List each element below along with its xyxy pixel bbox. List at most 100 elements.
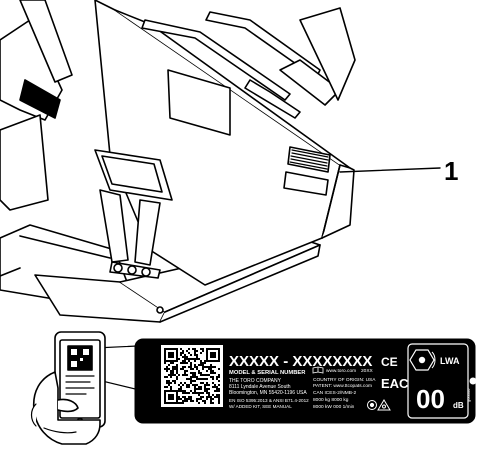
reference-code: g00000 — [466, 388, 471, 402]
qr-module — [196, 400, 198, 402]
qr-module — [176, 376, 178, 378]
company-name: THE TORO COMPANY — [229, 378, 282, 384]
qr-module — [212, 394, 214, 396]
qr-module — [180, 362, 182, 364]
qr-module — [206, 392, 208, 394]
qr-module — [204, 390, 206, 392]
qr-module — [188, 398, 190, 400]
qr-module — [188, 378, 190, 380]
qr-module — [194, 374, 196, 376]
qr-module — [202, 366, 204, 368]
qr-module — [182, 402, 184, 404]
qr-module — [216, 378, 218, 380]
qr-module — [194, 386, 196, 388]
qr-module — [208, 366, 210, 368]
recycle-icon — [367, 400, 377, 410]
qr-module — [212, 376, 214, 378]
qr-module — [178, 384, 180, 386]
qr-module — [184, 370, 186, 372]
qr-module — [182, 360, 184, 362]
qr-module — [166, 368, 168, 370]
qr-module — [180, 348, 182, 350]
qr-module — [194, 358, 196, 360]
qr-module — [206, 374, 208, 376]
qr-module — [180, 352, 182, 354]
qr-module — [218, 374, 220, 376]
qr-module — [168, 374, 170, 376]
qr-module — [174, 366, 176, 368]
qr-module — [170, 362, 172, 364]
seat-back — [299, 7, 356, 101]
qr-module — [206, 378, 208, 380]
qr-module — [184, 392, 186, 394]
qr-module — [168, 384, 170, 386]
qr-module — [210, 396, 212, 398]
qr-module — [208, 374, 210, 376]
qr-module — [164, 368, 166, 370]
qr-module — [214, 372, 216, 374]
qr-module — [198, 392, 200, 394]
qr-module — [182, 400, 184, 402]
qr-module — [186, 350, 188, 352]
hand-icon — [32, 371, 101, 445]
qr-module — [170, 386, 172, 388]
qr-module — [196, 388, 198, 390]
sound-value: 00 — [416, 384, 445, 414]
qr-module — [180, 398, 182, 400]
qr-module — [194, 352, 196, 354]
qr-module — [208, 392, 210, 394]
qr-module — [194, 366, 196, 368]
qr-module — [192, 384, 194, 386]
qr-module — [216, 388, 218, 390]
qr-module — [164, 376, 166, 378]
qr-module — [194, 388, 196, 390]
qr-module — [200, 386, 202, 388]
qr-module — [182, 356, 184, 358]
qr-module — [218, 394, 220, 396]
mass: 8000 kg 8000 kg — [313, 397, 349, 403]
triangle-mark-icon — [377, 399, 391, 411]
qr-module — [178, 388, 180, 390]
qr-module — [178, 402, 180, 404]
qr-module — [208, 394, 210, 396]
callout-number: 1 — [444, 156, 458, 186]
qr-module — [204, 400, 206, 402]
qr-module — [198, 358, 200, 360]
qr-module — [188, 384, 190, 386]
qr-module — [212, 402, 214, 404]
qr-module — [198, 386, 200, 388]
qr-module — [204, 378, 206, 380]
qr-module — [172, 370, 174, 372]
qr-module — [168, 380, 170, 382]
qr-module — [180, 402, 182, 404]
qr-module — [194, 380, 196, 382]
deck-bolt — [156, 306, 164, 314]
qr-module — [198, 370, 200, 372]
kit-note: W/ ADDED KIT, SEE MANUAL — [229, 404, 292, 409]
qr-module — [166, 380, 168, 382]
qr-module — [200, 348, 202, 350]
qr-module — [202, 350, 204, 352]
book-icon — [312, 366, 324, 374]
qr-module — [204, 360, 206, 362]
phone-scan-illustration — [30, 331, 161, 445]
qr-module — [198, 388, 200, 390]
svg-text:EAC: EAC — [381, 376, 409, 391]
qr-module — [196, 350, 198, 352]
qr-module — [206, 370, 208, 372]
qr-module — [210, 372, 212, 374]
qr-module — [200, 392, 202, 394]
qr-module — [170, 374, 172, 376]
qr-module — [186, 370, 188, 372]
qr-module — [188, 386, 190, 388]
thumb — [57, 398, 79, 413]
qr-module — [182, 392, 184, 394]
qr-module — [194, 350, 196, 352]
qr-module — [216, 394, 218, 396]
qr-module — [186, 386, 188, 388]
deck-front-edge — [159, 244, 321, 323]
qr-module — [202, 368, 204, 370]
qr-module — [190, 358, 192, 360]
qr-module — [208, 388, 210, 390]
